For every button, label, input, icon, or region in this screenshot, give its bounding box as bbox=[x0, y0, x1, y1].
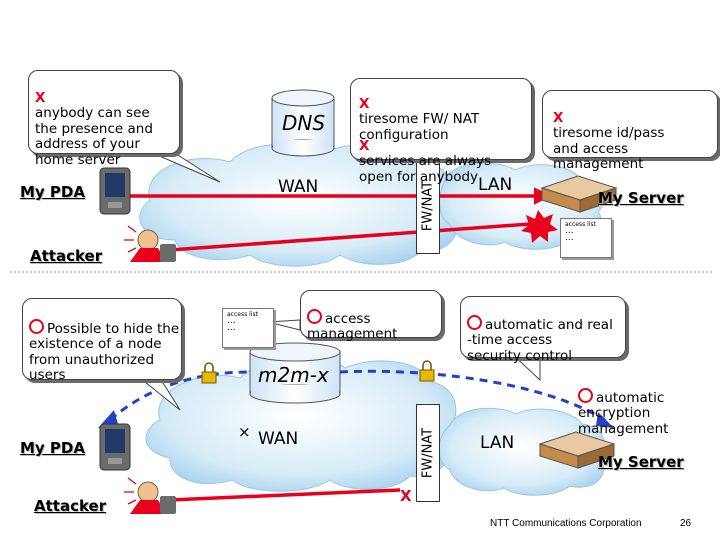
callout-text: anybody can see the presence and address… bbox=[35, 105, 153, 168]
callout-text: automatic and real -time access security… bbox=[467, 316, 613, 364]
attacker-label-top: Attacker bbox=[30, 247, 103, 265]
pda-label-top: My PDA bbox=[20, 183, 85, 201]
pda-icon-bottom bbox=[99, 423, 131, 471]
x-mark: X bbox=[359, 95, 370, 112]
lock-icon-right bbox=[419, 360, 435, 382]
circle-mark bbox=[307, 308, 322, 324]
attack-burst-icon bbox=[521, 210, 558, 243]
x-mark: X bbox=[553, 109, 564, 126]
server-label-bottom: My Server bbox=[598, 453, 684, 471]
fw-nat-box-bottom: FW/NAT bbox=[416, 404, 440, 502]
access-list-title: access list bbox=[227, 311, 258, 318]
wan-blocked-mark: × bbox=[238, 423, 251, 441]
blocked-x-mark: X bbox=[400, 487, 412, 505]
attacker-label-bottom: Attacker bbox=[34, 497, 107, 515]
circle-mark bbox=[578, 387, 593, 403]
dns-label: DNS bbox=[282, 111, 326, 135]
callout-access-management: access management bbox=[300, 290, 442, 342]
tunnel-arrowhead-right bbox=[596, 412, 614, 428]
m2mx-server-icon bbox=[249, 342, 341, 404]
footer-company: NTT Communications Corporation bbox=[490, 518, 642, 529]
callout-top-left: X anybody can see the presence and addre… bbox=[28, 70, 180, 167]
server-label-top: My Server bbox=[598, 189, 684, 207]
fw-nat-label-bottom: FW/NAT bbox=[420, 427, 436, 479]
x-mark: X bbox=[35, 89, 46, 106]
fw-nat-box-top: FW/NAT bbox=[416, 158, 440, 254]
access-list-title: access list bbox=[565, 221, 596, 228]
access-list-note-bottom: access list ... ... bbox=[222, 308, 274, 348]
encryption-note: automatic encryption management bbox=[578, 372, 668, 437]
dns-server-icon bbox=[271, 89, 335, 157]
arrow-attacker-to-server-top bbox=[169, 222, 531, 252]
server-icon-top bbox=[540, 175, 618, 213]
pda-icon-top bbox=[99, 167, 131, 215]
x-mark: X bbox=[359, 137, 370, 154]
encryption-tunnel bbox=[109, 369, 606, 422]
callout-text: services are always open for anybody bbox=[359, 153, 492, 185]
circle-mark bbox=[467, 314, 482, 330]
lock-icon-left bbox=[201, 362, 217, 384]
callout-top-right: X tiresome id/pass and access management bbox=[542, 90, 718, 172]
lan-cloud-bottom bbox=[438, 407, 606, 496]
server-icon-bottom bbox=[538, 431, 616, 469]
encryption-text: automatic encryption management bbox=[578, 389, 669, 437]
callout-text: tiresome id/pass and access management bbox=[553, 125, 665, 173]
callout-bottom-left: Possible to hide the existence of a node… bbox=[22, 298, 182, 383]
callout-text: Possible to hide the existence of a node… bbox=[29, 320, 180, 384]
fw-nat-label-top: FW/NAT bbox=[420, 180, 436, 232]
access-list-dots: ... ... bbox=[565, 226, 574, 244]
access-list-note-top: access list ... ... bbox=[560, 218, 612, 258]
access-list-dots: ... ... bbox=[227, 316, 236, 334]
arrow-attacker-bottom bbox=[169, 488, 401, 502]
callout-auto-security: automatic and real -time access security… bbox=[460, 296, 626, 363]
page-number: 26 bbox=[680, 518, 692, 529]
lan-label-top: LAN bbox=[478, 175, 513, 195]
callout-top-mid: X tiresome FW/ NAT configuration X servi… bbox=[350, 78, 532, 184]
circle-mark bbox=[29, 318, 44, 334]
m2mx-label: m2m-x bbox=[258, 363, 329, 387]
lan-label-bottom: LAN bbox=[480, 433, 515, 453]
wan-label-top: WAN bbox=[278, 177, 319, 197]
attacker-icon-bottom bbox=[124, 477, 176, 514]
callout-text: access management bbox=[307, 310, 398, 343]
pda-label-bottom: My PDA bbox=[20, 439, 85, 457]
attacker-icon-top bbox=[124, 225, 176, 262]
wan-label-bottom: WAN bbox=[258, 429, 299, 449]
callout-text: tiresome FW/ NAT configuration bbox=[359, 111, 480, 143]
